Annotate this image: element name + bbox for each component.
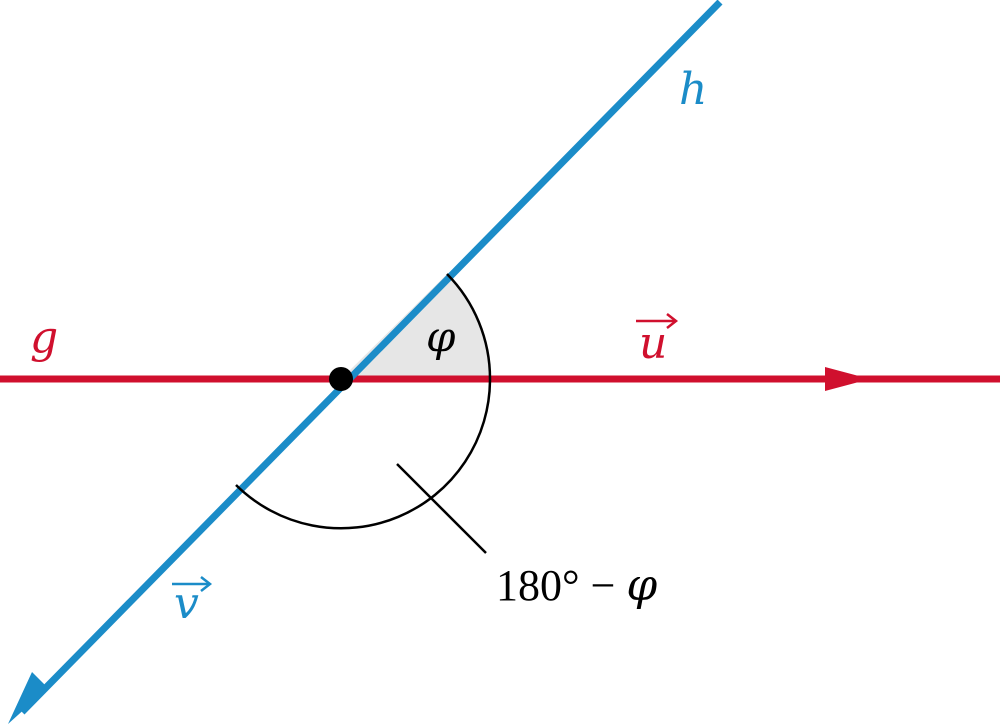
vector-v-arrowhead [8, 672, 48, 724]
angle-phi-arc [446, 273, 492, 380]
vector-v-label: v [172, 576, 213, 629]
line-g-label: g [30, 312, 58, 363]
line-h-label: h [679, 64, 707, 115]
vector-u-letter: u [639, 318, 667, 369]
angle-supplement-label: 180° − φ [496, 560, 657, 611]
angle-supplement-phi: φ [626, 560, 657, 611]
angle-phi-label: φ [426, 312, 456, 361]
vector-u-overarrow-head [666, 313, 679, 329]
angle-supplement-arc [235, 378, 492, 530]
angle-supplement-number: 180° − [496, 561, 626, 610]
vector-v-overarrow-head [200, 576, 213, 592]
vector-v-letter: v [174, 578, 199, 629]
line-h [19, 0, 723, 715]
vector-u-arrowhead [825, 367, 870, 391]
angle-supplement-pointer [396, 463, 487, 554]
intersection-point [329, 367, 353, 391]
vector-u-label: u [636, 313, 679, 369]
